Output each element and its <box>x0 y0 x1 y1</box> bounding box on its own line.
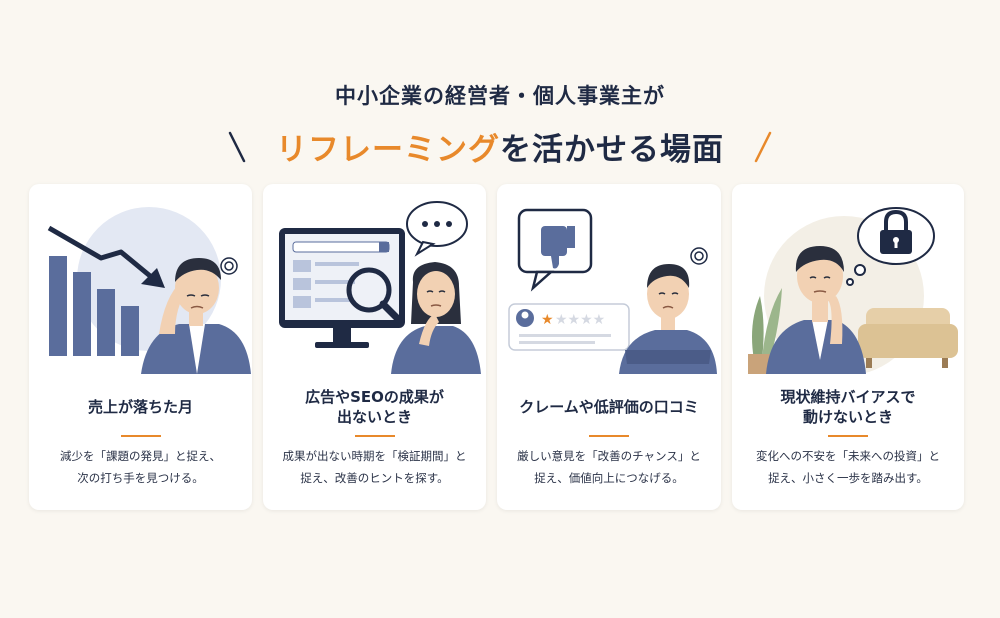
title-accent: リフレーミング <box>276 132 500 168</box>
card-complaints-reviews: ★ ★★★★ クレームや低評価の口コミ 厳しい意見を「改善のチャンス」と 捉え、… <box>497 184 721 510</box>
card-desc-line1: 変化への不安を「未来への投資」と <box>756 449 940 463</box>
card-desc-line2: 捉え、小さく一歩を踏み出す。 <box>768 470 928 485</box>
falling-bar-chart-icon <box>47 207 251 374</box>
rating-stars: ★ ★★★★ <box>541 312 605 328</box>
card-title: 現状維持バイアスで 動けないとき <box>732 382 964 432</box>
left-slash-decoration <box>228 131 246 162</box>
card-desc-line2: 次の打ち手を見つける。 <box>77 470 204 485</box>
card-title-line2: 出ないとき <box>336 408 412 426</box>
card-title-line1: 広告やSEOの成果が <box>305 387 444 406</box>
card-title: 売上が落ちた月 <box>29 382 252 432</box>
card-desc-line2: 捉え、価値向上につなげる。 <box>534 470 684 485</box>
title-row: リフレーミングを活かせる場面 <box>0 124 1000 169</box>
card-title-line1: 売上が落ちた月 <box>87 397 193 416</box>
right-slash-decoration <box>754 131 772 162</box>
card-status-quo-bias: 現状維持バイアスで 動けないとき 変化への不安を「未来への投資」と 捉え、小さく… <box>732 184 964 510</box>
card-title-line1: クレームや低評価の口コミ <box>519 397 699 416</box>
page-title: リフレーミングを活かせる場面 <box>276 124 724 169</box>
scene-cards: 売上が落ちた月 減少を「課題の発見」と捉え、 次の打ち手を見つける。 <box>29 184 964 510</box>
accent-underline <box>354 435 395 437</box>
card-description: 厳しい意見を「改善のチャンス」と 捉え、価値向上につなげる。 <box>509 446 709 490</box>
thumbs-down-review-icon: ★ ★★★★ <box>508 208 717 374</box>
card-ads-seo: 広告やSEOの成果が 出ないとき 成果が出ない時期を「検証期間」と 捉え、改善の… <box>263 184 486 510</box>
card-desc-line2: 捉え、改善のヒントを探す。 <box>300 470 449 485</box>
card-desc-line1: 減少を「課題の発見」と捉え、 <box>60 449 221 463</box>
card-title-line2: 動けないとき <box>802 408 893 426</box>
card-desc-line1: 厳しい意見を「改善のチャンス」と <box>517 449 701 463</box>
svg-text:★★★★: ★★★★ <box>555 312 605 328</box>
svg-text:★: ★ <box>541 312 554 328</box>
card-description: 減少を「課題の発見」と捉え、 次の打ち手を見つける。 <box>41 446 240 490</box>
header: 中小企業の経営者・個人事業主が リフレーミングを活かせる場面 <box>0 80 1000 169</box>
card-sales-drop: 売上が落ちた月 減少を「課題の発見」と捉え、 次の打ち手を見つける。 <box>29 184 252 510</box>
card-description: 変化への不安を「未来への投資」と 捉え、小さく一歩を踏み出す。 <box>744 446 952 490</box>
subtitle: 中小企業の経営者・個人事業主が <box>335 84 665 108</box>
card-title: 広告やSEOの成果が 出ないとき <box>263 382 486 432</box>
accent-underline <box>828 435 868 437</box>
accent-underline <box>120 435 161 437</box>
title-rest: を活かせる場面 <box>500 132 724 168</box>
card-desc-line1: 成果が出ない時期を「検証期間」と <box>282 449 467 463</box>
monitor-magnifier-icon <box>279 201 481 374</box>
card-title: クレームや低評価の口コミ <box>497 382 721 432</box>
card-title-line1: 現状維持バイアスで <box>780 387 916 406</box>
padlock-icon <box>748 207 958 374</box>
card-description: 成果が出ない時期を「検証期間」と 捉え、改善のヒントを探す。 <box>275 446 474 490</box>
accent-underline <box>589 435 629 437</box>
